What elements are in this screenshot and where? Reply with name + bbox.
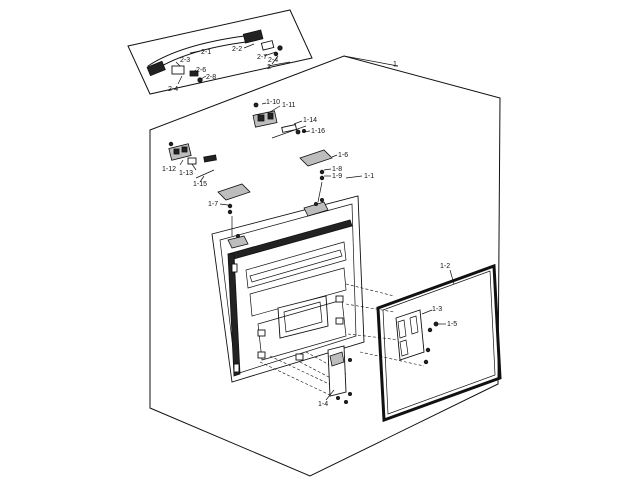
callout-1-11: 1-11: [282, 102, 296, 109]
callout-1-7: 1-7: [208, 201, 218, 208]
cover-part-left: [217, 183, 251, 215]
leader-gasket: [449, 269, 455, 285]
hinge-parts-upper: [252, 102, 311, 139]
callout-2-3: 2-3: [180, 57, 190, 64]
door-gasket: [376, 263, 502, 423]
callout-1-13: 1-13: [179, 170, 193, 177]
callout-2-4: 2-4: [168, 86, 178, 93]
callout-1: 1: [393, 61, 397, 68]
callout-1-6: 1-6: [338, 152, 348, 159]
callout-1-10: 1-10: [266, 99, 280, 106]
leader-door-body: [345, 175, 363, 179]
callout-labels: 1 2 2-1 2-2 2-3 2-4 2-4 2-6 2-7 2-8 1-10…: [162, 46, 457, 408]
bottom-hinge: [325, 345, 352, 404]
cover-parts-right: [299, 149, 338, 181]
callout-2-1: 2-1: [201, 49, 211, 56]
door-assembly-panel: [149, 55, 501, 477]
hinge-parts-left: [168, 141, 217, 183]
callout-1-2: 1-2: [440, 263, 450, 270]
callout-2-6: 2-6: [196, 67, 206, 74]
callout-2-7: 2-7: [257, 54, 267, 61]
callout-1-16: 1-16: [311, 128, 325, 135]
callout-1-14: 1-14: [303, 117, 317, 124]
callout-1-15: 1-15: [193, 181, 207, 188]
callout-1-5: 1-5: [447, 321, 457, 328]
callout-1-8: 1-8: [332, 166, 342, 173]
callout-1-12: 1-12: [162, 166, 176, 173]
handle-assembly-panel: [127, 9, 313, 95]
callout-2-8: 2-8: [206, 74, 216, 81]
callout-2-4: 2-4: [268, 57, 278, 64]
callout-1-1: 1-1: [364, 173, 374, 180]
door-body: [211, 195, 365, 383]
door-bracket: [395, 309, 446, 365]
callout-2-2: 2-2: [232, 46, 242, 53]
callout-2: 2: [267, 64, 271, 71]
callout-1-4: 1-4: [318, 401, 328, 408]
callout-1-9: 1-9: [332, 173, 342, 180]
callout-1-3: 1-3: [432, 306, 442, 313]
